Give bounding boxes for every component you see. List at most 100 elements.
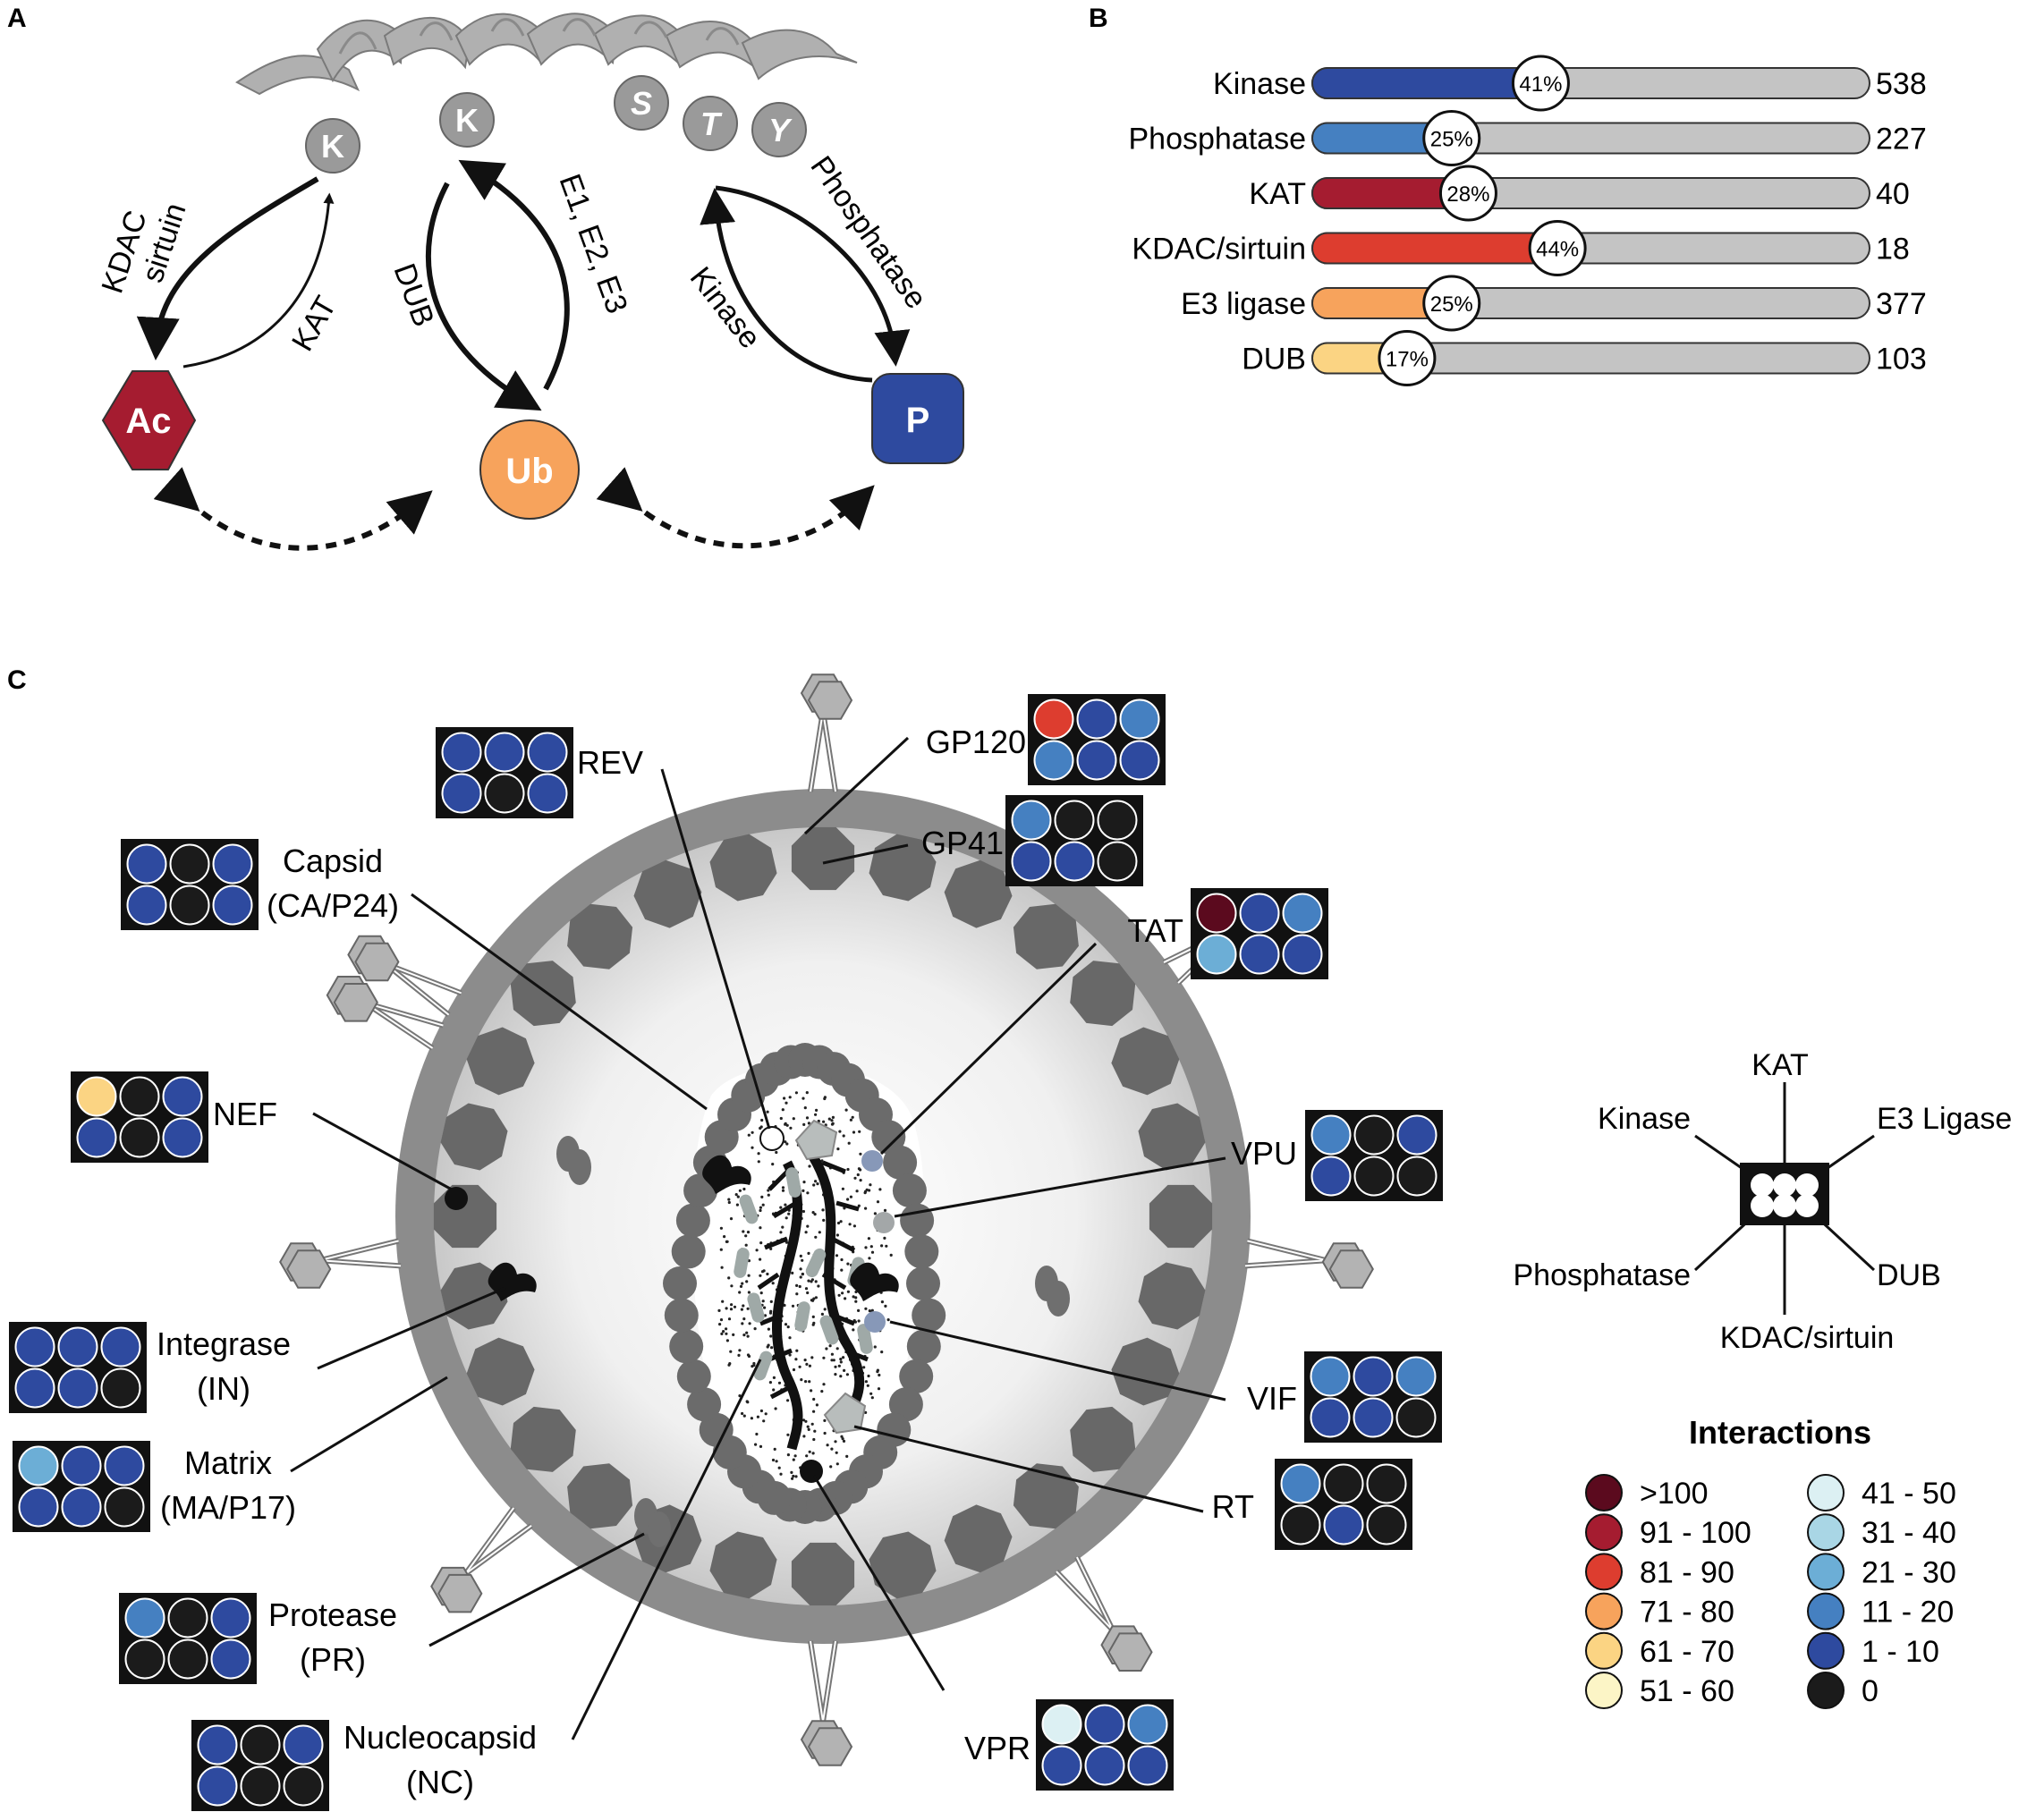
- bar-percent-e3-ligase: 25%: [1430, 292, 1473, 317]
- matrix-octagon: [633, 859, 702, 928]
- grid-cell-capsid-5: [169, 885, 210, 926]
- bar-total-kdac-sirtuin: 18: [1876, 233, 1910, 267]
- leader-lines: [290, 736, 1226, 1740]
- grid-cell-vpr-3: [1127, 1704, 1168, 1745]
- bar-marker-kdac-sirtuin: [1528, 220, 1587, 276]
- legend-label-right-4: 11 - 20: [1862, 1596, 1954, 1630]
- bar-total-phosphatase: 227: [1876, 123, 1927, 157]
- grid-cell-vpu-3: [1396, 1114, 1438, 1156]
- ubiquitin-label: Ub: [505, 452, 553, 491]
- bar-label-e3-ligase: E3 ligase: [1181, 287, 1306, 321]
- key-top-right: E3 Ligase: [1877, 1102, 2012, 1136]
- protein-label-vpu: VPU: [1231, 1135, 1297, 1172]
- bar-fill-phosphatase: [1311, 122, 1453, 155]
- capsid-bead: [699, 1412, 734, 1447]
- grid-cell-vpr-4: [1041, 1745, 1082, 1786]
- vpr-molecule: [800, 1460, 823, 1483]
- protein-label-tat: TAT: [1127, 912, 1183, 949]
- residue-k2-label: K: [455, 102, 479, 139]
- legend-label-left-2: 91 - 100: [1640, 1516, 1751, 1550]
- matrix-octagon: [869, 1531, 937, 1599]
- vif-molecule: [864, 1311, 886, 1333]
- grid-cell-nucleocapsid-4: [197, 1765, 238, 1807]
- capsid-bead: [892, 1173, 927, 1208]
- phospho-label: P: [906, 401, 930, 440]
- grid-cell-nucleocapsid-1: [197, 1724, 238, 1765]
- legend-title: Interactions: [1689, 1414, 1871, 1451]
- grid-cell-protease-2: [167, 1597, 208, 1638]
- grid-cell-rev-6: [527, 773, 568, 814]
- panel-a: K K S T Y KDAC sirtuin KAT DUB E1, E2, E…: [95, 13, 964, 551]
- rt-molecule: [823, 1392, 867, 1435]
- bar-percent-phosphatase: 25%: [1430, 128, 1473, 152]
- capsid-bead: [912, 1298, 946, 1333]
- grid-cell-tat-1: [1196, 893, 1237, 934]
- matrix-octagon: [709, 1531, 777, 1599]
- protein-label-integrase-sub: (IN): [197, 1370, 250, 1407]
- bar-percent-kinase: 41%: [1519, 72, 1562, 97]
- grid-gp41: [1005, 795, 1143, 886]
- grid-cell-vif-6: [1395, 1397, 1437, 1438]
- matrix-octagon: [1111, 1027, 1180, 1096]
- legend-label-right-3: 21 - 30: [1862, 1555, 1956, 1589]
- protein-label-nucleocapsid: Nucleocapsid: [343, 1719, 537, 1756]
- grid-key: KAT Kinase E3 Ligase Phosphatase DUB KDA…: [1514, 1048, 2013, 1355]
- matrix-octagon: [1013, 1463, 1079, 1529]
- capsid-bead: [899, 1359, 934, 1393]
- capsid-shell: [663, 1043, 946, 1524]
- legend-label-left-4: 71 - 80: [1640, 1596, 1734, 1630]
- matrix-octagon: [1149, 1184, 1213, 1249]
- virion: [279, 673, 1374, 1766]
- protein-label-rt: RT: [1212, 1488, 1254, 1525]
- grid-cell-rev-4: [441, 773, 482, 814]
- grid-integrase: [9, 1322, 147, 1413]
- grid-cell-tat-4: [1196, 934, 1237, 975]
- capsid-bead: [671, 1234, 706, 1269]
- grid-cell-gp41-6: [1097, 841, 1138, 882]
- key-bottom-right: DUB: [1877, 1258, 1941, 1292]
- grid-cell-rt-5: [1323, 1504, 1364, 1545]
- capsid-bead: [663, 1266, 697, 1300]
- residue-k1: K: [305, 118, 360, 174]
- grid-cell-rt-2: [1323, 1463, 1364, 1504]
- grid-cell-rt-3: [1366, 1463, 1407, 1504]
- key-top: KAT: [1751, 1048, 1809, 1082]
- envelope-spike: [279, 1238, 402, 1289]
- protein-label-vif: VIF: [1247, 1380, 1297, 1417]
- legend-swatch-left-2: [1585, 1513, 1623, 1552]
- grid-nef: [71, 1071, 208, 1163]
- bar-total-kat: 40: [1876, 177, 1910, 211]
- grid-cell-matrix-4: [18, 1486, 59, 1528]
- legend-label-right-2: 31 - 40: [1862, 1516, 1956, 1550]
- bar-marker-e3-ligase: [1422, 275, 1481, 332]
- protein-label-integrase: Integrase: [157, 1325, 291, 1362]
- grid-cell-matrix-3: [104, 1445, 145, 1486]
- legend-swatch-left-5: [1585, 1631, 1623, 1670]
- grid-cell-integrase-2: [57, 1326, 98, 1367]
- bar-label-phosphatase: Phosphatase: [1129, 123, 1307, 157]
- rev-molecule: [759, 1126, 785, 1151]
- envelope-spike: [326, 976, 445, 1051]
- grid-cell-matrix-6: [104, 1486, 145, 1528]
- envelope-spike: [430, 1506, 533, 1613]
- helix-ridges: [338, 18, 740, 55]
- legend-swatch-left-1: [1585, 1474, 1623, 1511]
- grid-cell-nucleocapsid-3: [283, 1724, 324, 1765]
- grid-cell-tat-3: [1282, 893, 1323, 934]
- matrix-octagon: [944, 859, 1013, 928]
- grid-cell-vpu-2: [1353, 1114, 1395, 1156]
- grid-cell-integrase-4: [14, 1367, 55, 1409]
- grid-cell-protease-1: [124, 1597, 165, 1638]
- bar-marker-dub: [1378, 330, 1437, 386]
- matrix-octagon: [466, 1337, 535, 1406]
- kinase-label: Kinase: [683, 261, 768, 355]
- bar-fill-kdac-sirtuin: [1311, 232, 1559, 265]
- matrix-octagon: [944, 1504, 1013, 1573]
- protein-label-gp120: GP120: [926, 724, 1026, 760]
- grid-cell-gp120-6: [1119, 740, 1160, 781]
- grid-vpr: [1036, 1699, 1174, 1791]
- vpu-molecule: [873, 1212, 895, 1233]
